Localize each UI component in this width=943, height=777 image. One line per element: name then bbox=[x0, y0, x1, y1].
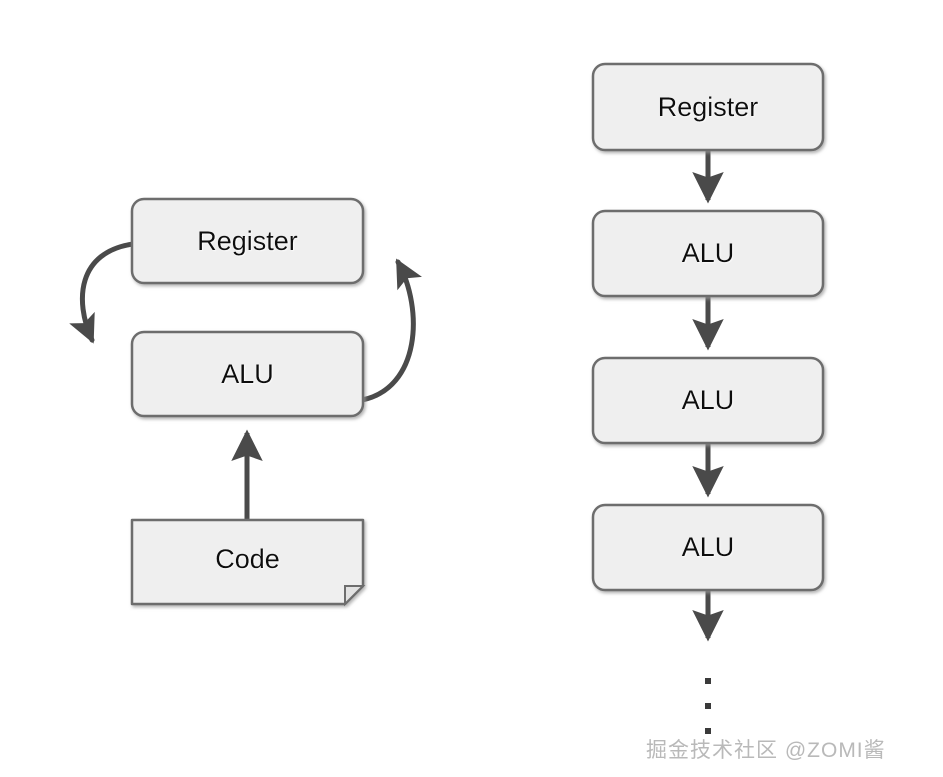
node-right-alu-2[interactable]: ALU bbox=[591, 356, 825, 445]
node-right-register[interactable]: Register bbox=[591, 62, 825, 152]
watermark: 掘金技术社区 @ZOMI酱 bbox=[646, 739, 886, 762]
node-box[interactable] bbox=[591, 62, 825, 152]
node-label: ALU bbox=[221, 359, 274, 389]
edge-alu-to-register bbox=[359, 258, 422, 403]
node-label: Register bbox=[658, 92, 759, 122]
node-box[interactable] bbox=[130, 197, 365, 285]
pipeline-chain-diagram: Register ALU ALU ALU bbox=[591, 62, 825, 734]
node-label: ALU bbox=[682, 532, 735, 562]
node-right-alu-3[interactable]: ALU bbox=[591, 503, 825, 592]
node-label: ALU bbox=[682, 385, 735, 415]
single-issue-loop-diagram: Register ALU Code bbox=[69, 197, 422, 607]
node-box[interactable] bbox=[591, 356, 825, 445]
node-box[interactable] bbox=[591, 503, 825, 592]
edge-register-to-alu bbox=[69, 241, 136, 344]
ellipsis-dot bbox=[705, 728, 711, 734]
folded-corner-icon bbox=[344, 585, 366, 607]
curve-left-path bbox=[69, 241, 136, 344]
node-right-alu-1[interactable]: ALU bbox=[591, 209, 825, 298]
node-box[interactable] bbox=[130, 330, 365, 418]
ellipsis-dot bbox=[705, 678, 711, 684]
node-left-code[interactable]: Code bbox=[130, 518, 366, 607]
curve-right-path bbox=[359, 258, 422, 403]
node-left-register[interactable]: Register bbox=[130, 197, 365, 285]
node-label: ALU bbox=[682, 238, 735, 268]
vertical-ellipsis-icon bbox=[705, 678, 711, 734]
node-box[interactable] bbox=[591, 209, 825, 298]
ellipsis-dot bbox=[705, 703, 711, 709]
node-label: Register bbox=[197, 226, 298, 256]
node-left-alu[interactable]: ALU bbox=[130, 330, 365, 418]
node-label: Code bbox=[215, 544, 280, 574]
